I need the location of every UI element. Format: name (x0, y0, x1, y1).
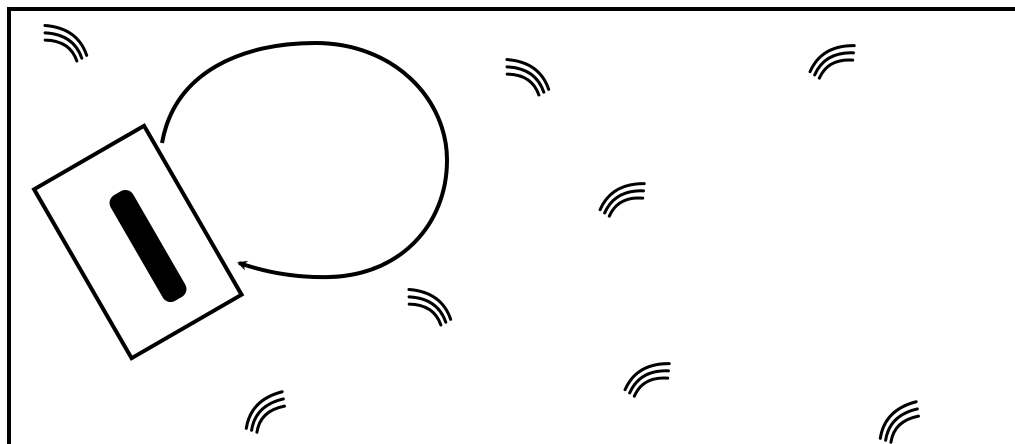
grass-tuft-icon (500, 58, 553, 97)
grass-tuft-icon (238, 391, 293, 436)
grass-tuft-icon (872, 401, 927, 444)
grass-tuft-icon (402, 288, 455, 327)
grass-tuft-icon (597, 182, 649, 217)
device-icon (34, 126, 241, 358)
grass-tuft-icon (38, 24, 91, 63)
grass-tuft-icon (622, 362, 674, 397)
grass-tuft-icon (807, 44, 859, 79)
